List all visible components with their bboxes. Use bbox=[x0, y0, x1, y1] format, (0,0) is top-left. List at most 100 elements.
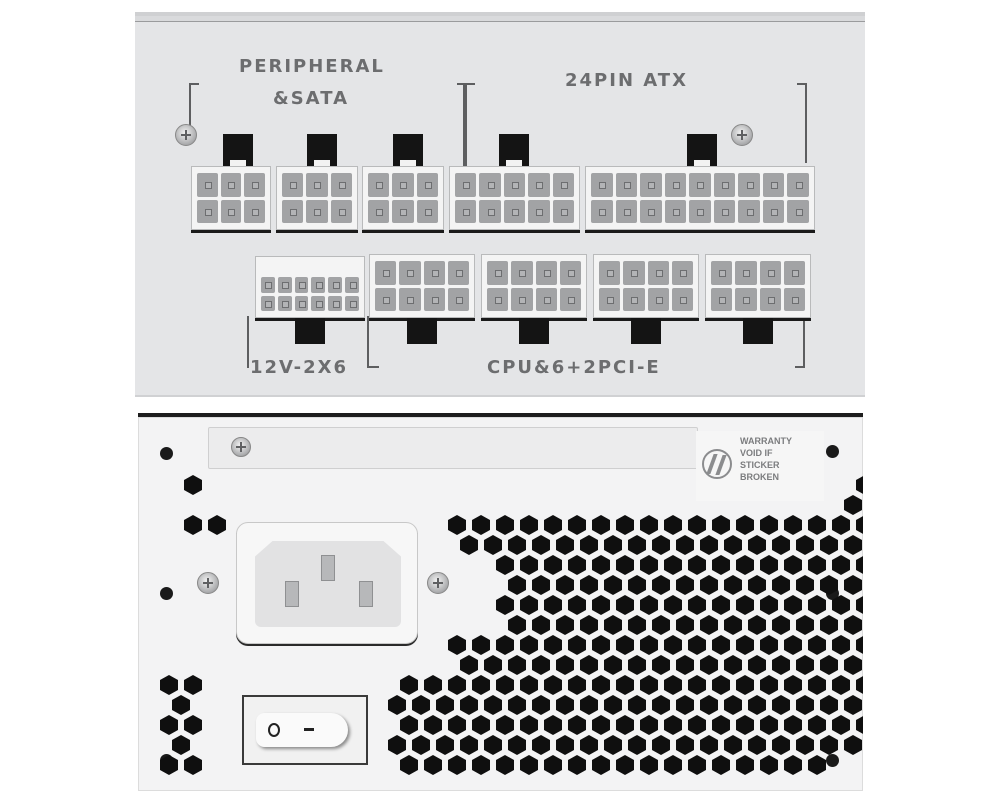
vent-hole bbox=[760, 675, 778, 695]
connector-atx-18pin[interactable] bbox=[585, 166, 815, 230]
vent-hole bbox=[796, 535, 814, 555]
vent-hole bbox=[172, 695, 190, 715]
vent-hole bbox=[832, 675, 850, 695]
connector-pin bbox=[783, 287, 805, 311]
vent-hole bbox=[184, 755, 202, 775]
vent-hole bbox=[460, 535, 478, 555]
connector-cpu-pcie-4[interactable] bbox=[705, 254, 811, 318]
connector-pin bbox=[261, 277, 275, 293]
vent-hole bbox=[532, 615, 550, 635]
vent-hole bbox=[712, 555, 730, 575]
connector-pin bbox=[640, 199, 662, 223]
connector-pin bbox=[197, 173, 218, 197]
connector-pin bbox=[647, 261, 669, 285]
connector-pin bbox=[328, 295, 343, 311]
vent-hole bbox=[604, 655, 622, 675]
vent-hole bbox=[772, 735, 790, 755]
ac-inlet-icon[interactable] bbox=[236, 522, 418, 644]
connector-pin bbox=[787, 173, 809, 197]
vent-hole bbox=[436, 695, 454, 715]
power-switch-icon[interactable] bbox=[242, 695, 368, 765]
connector-cpu-pcie-2[interactable] bbox=[481, 254, 587, 318]
vent-hole bbox=[448, 515, 466, 535]
bracket-peripheral-right bbox=[457, 83, 467, 218]
connector-pin bbox=[455, 199, 477, 223]
vent-hole bbox=[748, 735, 766, 755]
vent-hole bbox=[520, 755, 538, 775]
vent-hole bbox=[424, 755, 442, 775]
vent-hole bbox=[784, 755, 802, 775]
vent-hole bbox=[832, 595, 850, 615]
vent-hole bbox=[712, 595, 730, 615]
connector-pin bbox=[345, 277, 359, 293]
connector-pin bbox=[282, 199, 304, 223]
vent-hole bbox=[628, 615, 646, 635]
vent-hole bbox=[592, 715, 610, 735]
connector-peripheral-sata-1[interactable] bbox=[191, 166, 271, 230]
vent-hole bbox=[700, 575, 718, 595]
bracket-atx-left bbox=[463, 83, 475, 218]
vent-hole bbox=[700, 735, 718, 755]
vent-hole bbox=[664, 675, 682, 695]
vent-hole bbox=[628, 735, 646, 755]
vent-hole bbox=[400, 675, 418, 695]
vent-hole bbox=[580, 695, 598, 715]
connector-pin bbox=[423, 261, 445, 285]
vent-hole bbox=[664, 635, 682, 655]
vent-hole bbox=[496, 555, 514, 575]
connector-pin bbox=[552, 173, 574, 197]
connector-12v-2x6[interactable] bbox=[255, 256, 365, 318]
connector-pin bbox=[479, 173, 501, 197]
rocker-switch[interactable] bbox=[256, 713, 348, 747]
vent-hole bbox=[688, 555, 706, 575]
vent-hole bbox=[544, 515, 562, 535]
connector-pin bbox=[759, 287, 781, 311]
vent-hole bbox=[556, 735, 574, 755]
vent-hole bbox=[664, 555, 682, 575]
vent-hole bbox=[808, 555, 826, 575]
connector-cpu-pcie-1[interactable] bbox=[369, 254, 475, 318]
vent-hole bbox=[640, 635, 658, 655]
vent-hole bbox=[628, 575, 646, 595]
vent-hole bbox=[796, 695, 814, 715]
vent-hole bbox=[616, 755, 634, 775]
vent-hole bbox=[652, 655, 670, 675]
vent-hole bbox=[640, 555, 658, 575]
connector-pin bbox=[591, 199, 613, 223]
vent-hole bbox=[820, 575, 838, 595]
connector-pin bbox=[375, 261, 397, 285]
bracket-hpwr-left bbox=[247, 316, 257, 368]
connector-pin bbox=[738, 173, 760, 197]
vent-hole bbox=[844, 615, 862, 635]
vent-hole bbox=[496, 635, 514, 655]
vent-hole bbox=[772, 535, 790, 555]
connector-peripheral-sata-2[interactable] bbox=[276, 166, 358, 230]
connector-pin bbox=[713, 173, 736, 197]
vent-hole bbox=[592, 635, 610, 655]
vent-hole bbox=[676, 695, 694, 715]
connector-cpu-pcie-3[interactable] bbox=[593, 254, 699, 318]
bracket-peripheral-left bbox=[189, 83, 199, 128]
connector-peripheral-sata-3[interactable] bbox=[362, 166, 444, 230]
connector-pin bbox=[559, 261, 581, 285]
vent-hole bbox=[568, 635, 586, 655]
vent-hole bbox=[604, 535, 622, 555]
vent-hole bbox=[604, 695, 622, 715]
vent-hole bbox=[472, 635, 490, 655]
connector-pin bbox=[330, 173, 352, 197]
vent-hole bbox=[664, 595, 682, 615]
vent-hole bbox=[424, 675, 442, 695]
iec-c14-socket bbox=[255, 541, 401, 627]
vent-hole bbox=[508, 535, 526, 555]
vent-hole bbox=[640, 755, 658, 775]
label-sata: &SATA bbox=[273, 88, 350, 109]
connector-latch bbox=[743, 318, 773, 344]
connector-pin bbox=[220, 199, 242, 223]
sticker-text: WARRANTY VOID IF STICKER BROKEN bbox=[740, 435, 792, 483]
vent-hole bbox=[760, 755, 778, 775]
vent-hole bbox=[388, 735, 406, 755]
vent-hole bbox=[640, 715, 658, 735]
label-24pin-atx: 24PIN ATX bbox=[565, 70, 688, 91]
connector-atx-10pin[interactable] bbox=[449, 166, 580, 230]
connector-pin bbox=[559, 287, 581, 311]
